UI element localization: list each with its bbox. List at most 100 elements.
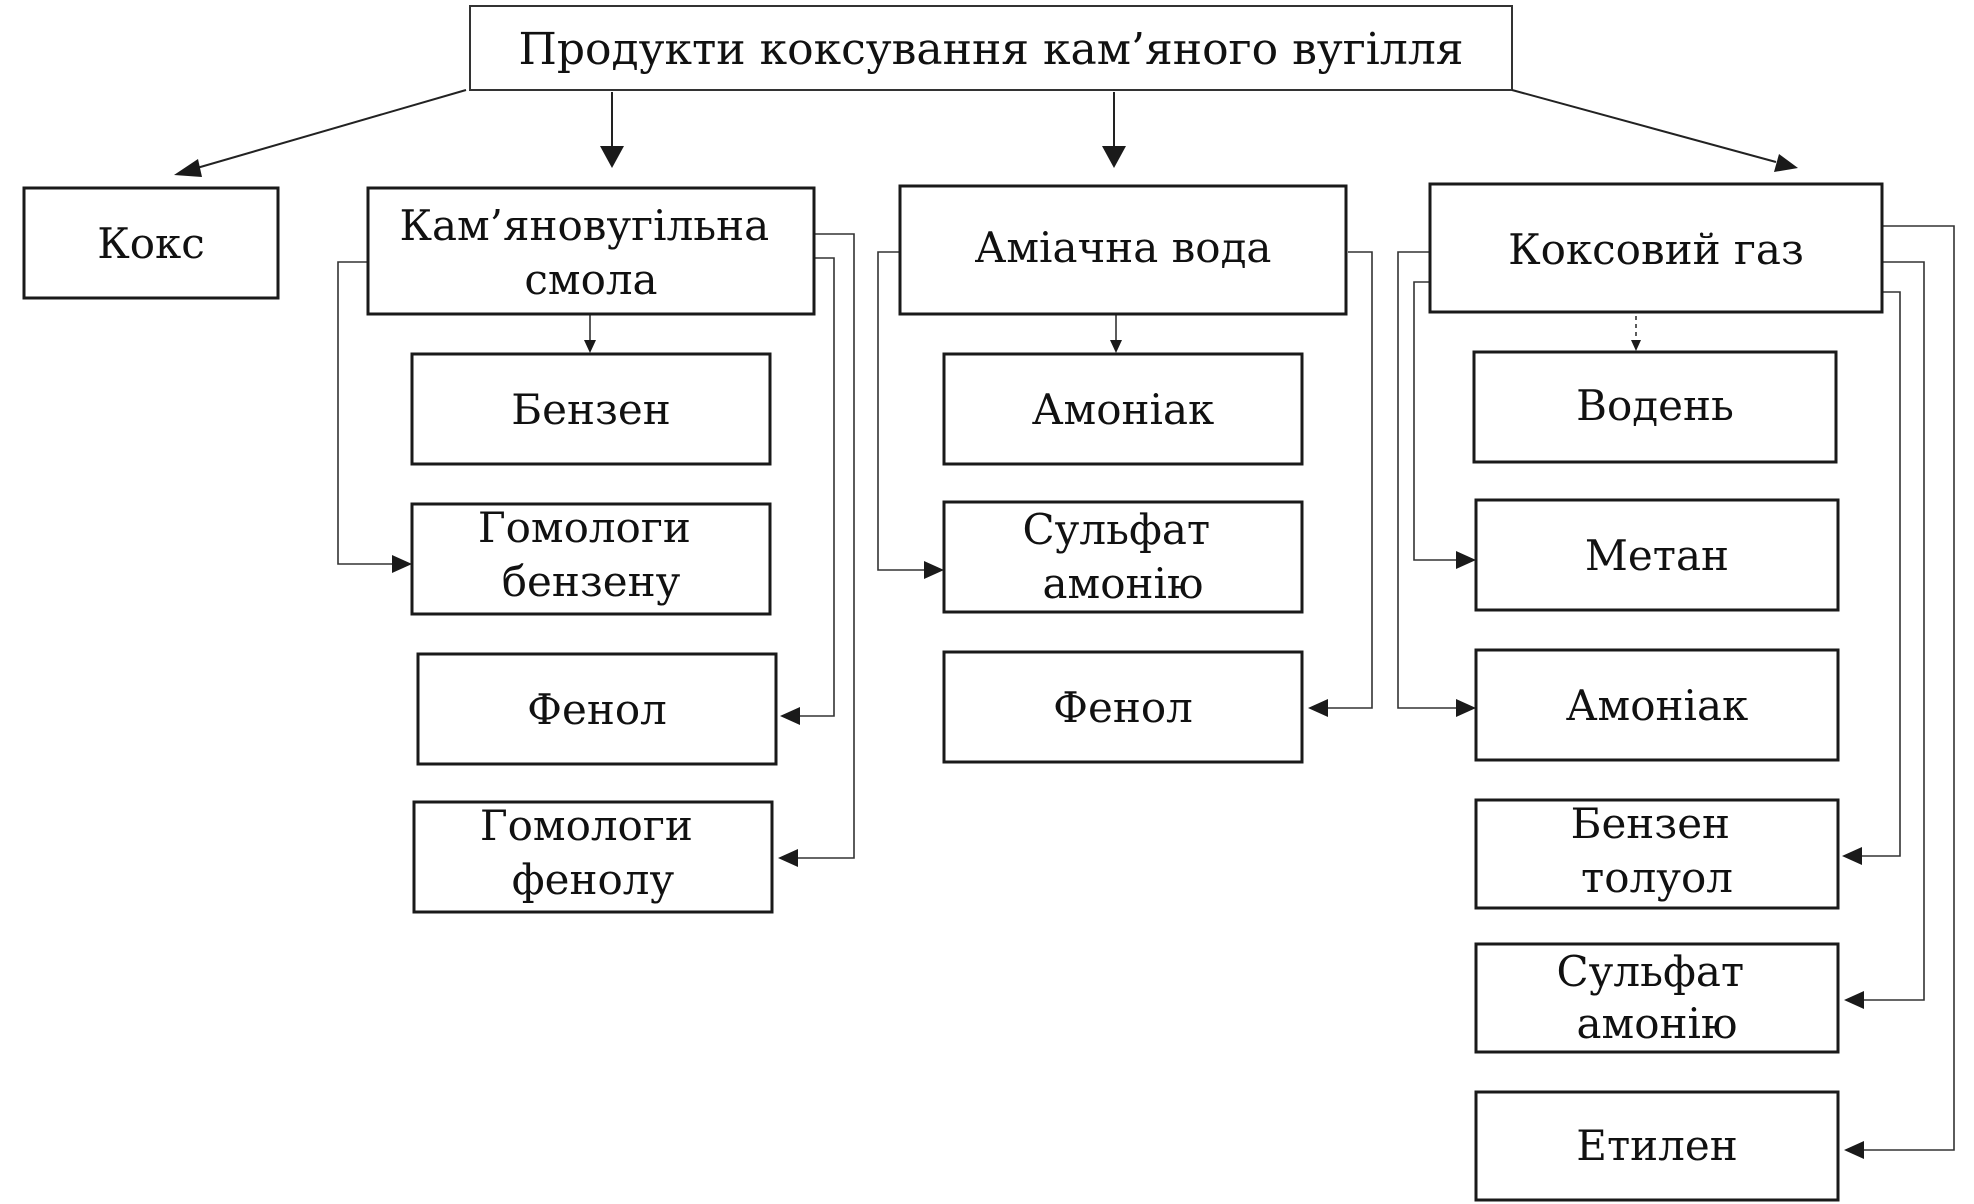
tar-arrow-homologs-benzene-head (392, 555, 412, 573)
tar-title-text: Кам’яновугільна смола (399, 201, 782, 304)
gas-item-box (1474, 648, 1840, 762)
tar-title-line-2: смола (524, 255, 657, 304)
gas-item-benzene-toluene: Бензен толуол (1474, 798, 1840, 910)
gas-item-ammonia: Амоніак (1474, 648, 1840, 762)
gas-arrow-hydrogen-head (1631, 340, 1641, 351)
gas-item-text: Сульфат амонію (1557, 947, 1758, 1048)
tar-node: Кам’яновугільна смола (366, 186, 816, 316)
gas-connectors (1397, 225, 1955, 1159)
water-box (898, 184, 1348, 316)
gas-item-text: Водень (1576, 381, 1734, 430)
tar-arrow-phenol-head (780, 707, 800, 725)
water-node: Аміачна вода (898, 184, 1348, 316)
gas-title-text: Коксовий газ (1508, 225, 1804, 274)
tar-arrow-homologs-phenol-head (778, 849, 798, 867)
gas-item-text: Амоніак (1566, 681, 1748, 730)
gas-item-ammonium-sulfate: Сульфат амонію (1474, 942, 1840, 1054)
gas-arrow-methane-head (1456, 551, 1476, 569)
gas-item-text: Метан (1585, 531, 1729, 580)
gas-item-ethylene: Етилен (1474, 1090, 1840, 1202)
water-item-box (942, 650, 1304, 764)
tar-connectors (337, 233, 855, 867)
arrow-head-coke (174, 159, 202, 177)
gas-item-box (1472, 350, 1838, 464)
tar-item-homologs-benzene: Гомологи бензену (410, 502, 772, 616)
gas-item-line-2: толуол (1581, 853, 1733, 902)
gas-box (1428, 182, 1884, 314)
arrow-title-to-coke (189, 89, 467, 171)
gas-item-hydrogen: Водень (1472, 350, 1838, 464)
water-item-box (942, 500, 1304, 614)
gas-line-benzene-toluene (1862, 291, 1901, 857)
tar-line-homologs-benzene (337, 261, 396, 565)
water-arrow-phenol-head (1308, 699, 1328, 717)
water-item-ammonia: Амоніак (942, 352, 1304, 466)
gas-line-methane (1413, 281, 1458, 561)
water-column: Аміачна вода Амоніак Сульфат амонію Фено… (877, 184, 1373, 764)
tar-column: Кам’яновугільна смола Бензен Гомологи бе… (337, 186, 855, 914)
title-text: Продукти коксування кам’яного вугілля (518, 24, 1463, 75)
tar-item-box (410, 352, 772, 466)
arrow-head-water (1102, 146, 1126, 168)
title-node: Продукти коксування кам’яного вугілля (469, 5, 1513, 91)
gas-item-box (1474, 798, 1840, 910)
water-line-ammonium-sulfate (877, 251, 926, 571)
tar-item-text: Гомологи фенолу (480, 801, 706, 904)
gas-item-methane: Метан (1474, 498, 1840, 612)
tar-item-phenol: Фенол (416, 652, 778, 766)
arrow-head-tar (600, 146, 624, 168)
water-title-text: Аміачна вода (975, 223, 1272, 272)
tar-item-homologs-phenol: Гомологи фенолу (412, 800, 774, 914)
top-arrows (174, 89, 1798, 177)
water-item-text: Сульфат амонію (1023, 505, 1224, 608)
water-arrow-ammonium-sulfate-head (924, 561, 944, 579)
water-item-box (942, 352, 1304, 466)
gas-item-line-1: Бензен (1571, 799, 1730, 848)
gas-arrow-ethylene-head (1844, 1141, 1864, 1159)
tar-title-line-1: Кам’яновугільна (399, 201, 769, 250)
coke-node: Кокс (22, 186, 280, 300)
water-arrow-ammonia-head (1110, 340, 1122, 353)
tar-item-benzene: Бензен (410, 352, 772, 466)
water-item-line-2: амонію (1043, 559, 1204, 608)
tar-item-text: Бензен (511, 385, 670, 434)
tar-item-text: Фенол (527, 685, 667, 734)
tar-item-box (410, 502, 772, 616)
coke-text: Кокс (97, 219, 205, 268)
gas-item-box (1474, 1090, 1840, 1202)
water-item-text: Амоніак (1032, 385, 1214, 434)
gas-node: Коксовий газ (1428, 182, 1884, 314)
gas-line-ammonium-sulfate (1864, 261, 1925, 1001)
gas-item-box (1474, 498, 1840, 612)
tar-item-line-2: бензену (502, 557, 681, 606)
water-item-phenol: Фенол (942, 650, 1304, 764)
tar-item-box (412, 800, 774, 914)
water-item-text: Фенол (1053, 683, 1193, 732)
gas-arrow-ammonia-head (1456, 699, 1476, 717)
tar-line-phenol (800, 257, 835, 717)
tar-item-text: Гомологи бензену (478, 503, 704, 606)
water-line-phenol (1328, 251, 1373, 709)
tar-item-line-1: Гомологи (478, 503, 691, 552)
gas-item-text: Бензен толуол (1571, 799, 1744, 902)
water-item-ammonium-sulfate: Сульфат амонію (942, 500, 1304, 614)
tar-box (366, 186, 816, 316)
water-connectors (877, 251, 1373, 717)
arrow-title-to-gas (1511, 89, 1777, 163)
tar-line-homologs-phenol (798, 233, 855, 859)
gas-item-box (1474, 942, 1840, 1054)
gas-arrow-ammonium-sulfate-head (1844, 991, 1864, 1009)
tar-item-box (416, 652, 778, 766)
tar-item-line-1: Гомологи (480, 801, 693, 850)
arrow-head-gas (1774, 154, 1798, 172)
gas-item-line-1: Сульфат (1557, 947, 1745, 996)
tar-item-line-2: фенолу (512, 855, 675, 904)
gas-item-line-2: амонію (1577, 999, 1738, 1048)
gas-column: Коксовий газ Водень Метан Амоніак Бензен… (1397, 182, 1955, 1202)
gas-line-ammonia (1397, 251, 1458, 709)
gas-arrow-benzene-toluene-head (1842, 847, 1862, 865)
tar-arrow-benzene-head (584, 340, 596, 353)
coke-box (22, 186, 280, 300)
water-item-line-1: Сульфат (1023, 505, 1211, 554)
